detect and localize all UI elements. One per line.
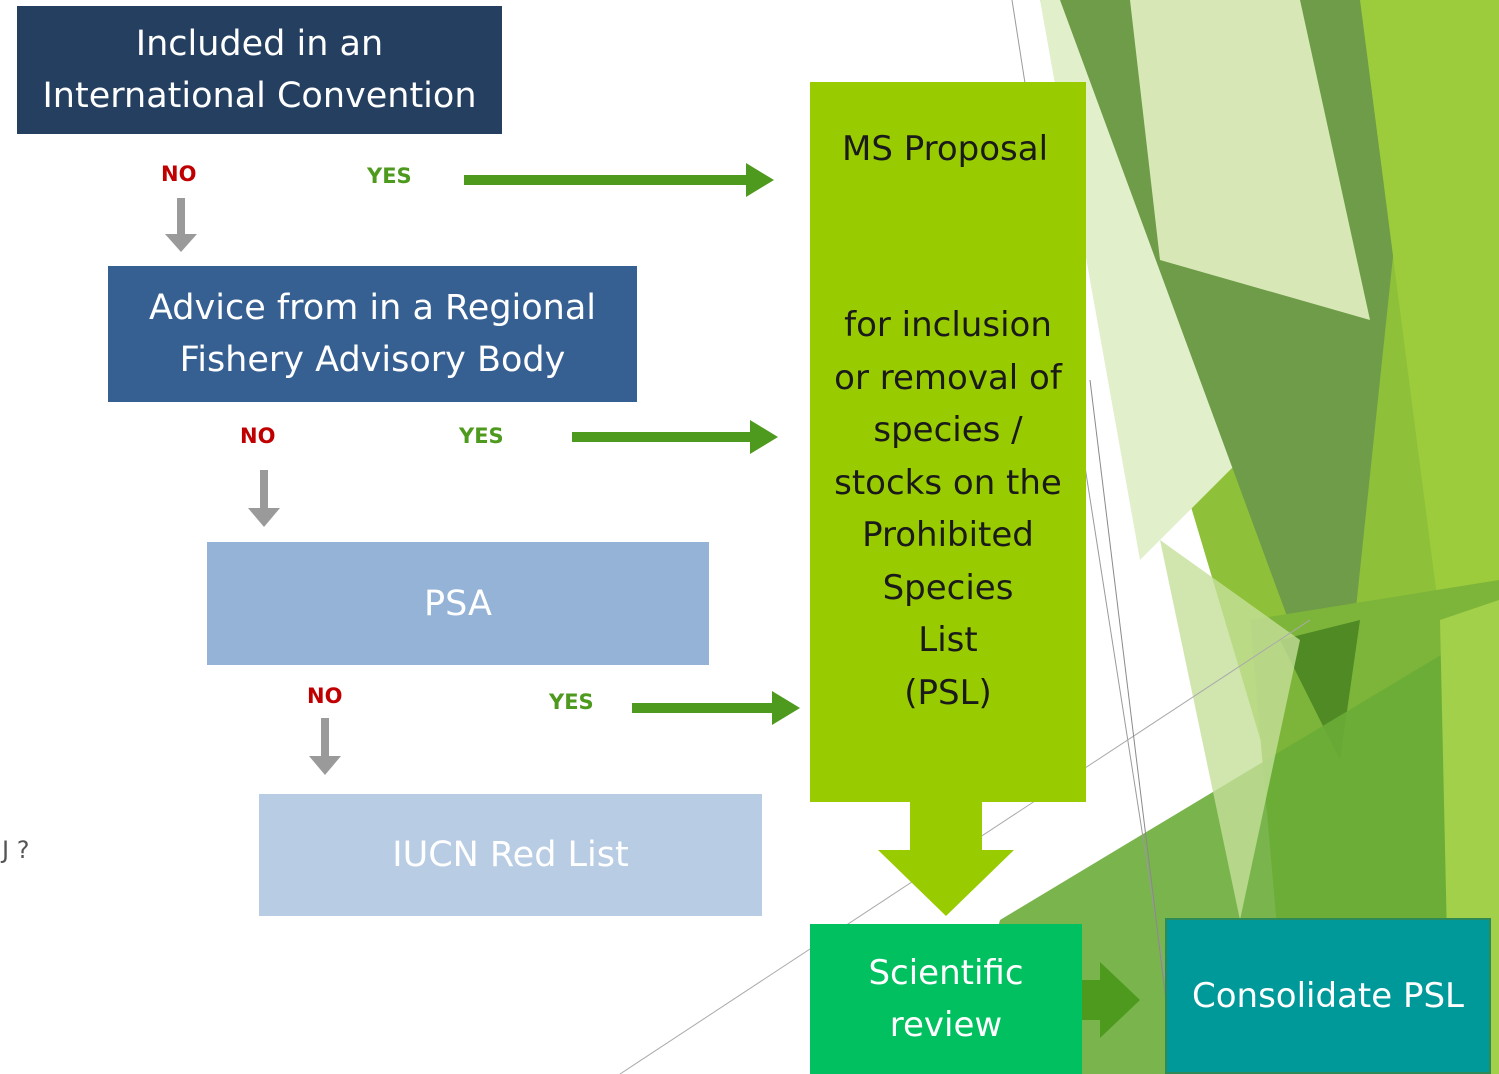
yes-arrow-1 <box>464 163 774 197</box>
yes-label-1: YES <box>367 164 412 188</box>
scientific-review-box: Scientific review <box>810 924 1082 1074</box>
consolidate-psl-text: Consolidate PSL <box>1192 976 1464 1016</box>
yes-arrow-2 <box>572 420 778 454</box>
proposal-down-arrow <box>878 800 1014 916</box>
yes-label-2: YES <box>459 424 504 448</box>
iucn-red-list-text: IUCN Red List <box>392 835 629 875</box>
down-arrow-3 <box>309 718 341 775</box>
no-label-2: NO <box>240 424 276 448</box>
international-convention-text: Included in an International Convention <box>42 24 477 116</box>
psa-box: PSA <box>207 542 709 665</box>
down-arrow-2 <box>248 470 280 527</box>
clipped-text-fragment: J ? <box>2 836 30 864</box>
regional-advisory-box: Advice from in a Regional Fishery Adviso… <box>108 266 637 402</box>
consolidate-psl-box: Consolidate PSL <box>1165 918 1491 1074</box>
ms-proposal-body: for inclusion or removal of species / st… <box>834 305 1062 713</box>
bg-facet-mid <box>1160 540 1300 920</box>
no-label-1: NO <box>161 162 197 186</box>
yes-arrow-3 <box>632 691 800 725</box>
iucn-red-list-box: IUCN Red List <box>259 794 762 916</box>
ms-proposal-title: MS Proposal <box>842 129 1049 169</box>
review-right-arrow <box>1082 962 1140 1038</box>
international-convention-box: Included in an International Convention <box>17 6 502 134</box>
down-arrow-1 <box>165 198 197 252</box>
bg-line-3 <box>1089 379 1176 1074</box>
psa-text: PSA <box>424 583 492 624</box>
ms-proposal-box: MS Proposal for inclusion or removal of … <box>810 82 1086 802</box>
bg-facet-light <box>1130 0 1370 320</box>
bg-facet-bright <box>1360 0 1499 620</box>
scientific-review-text: Scientific review <box>868 953 1024 1045</box>
no-label-3: NO <box>307 684 343 708</box>
yes-label-3: YES <box>549 690 594 714</box>
regional-advisory-text: Advice from in a Regional Fishery Adviso… <box>148 288 597 380</box>
